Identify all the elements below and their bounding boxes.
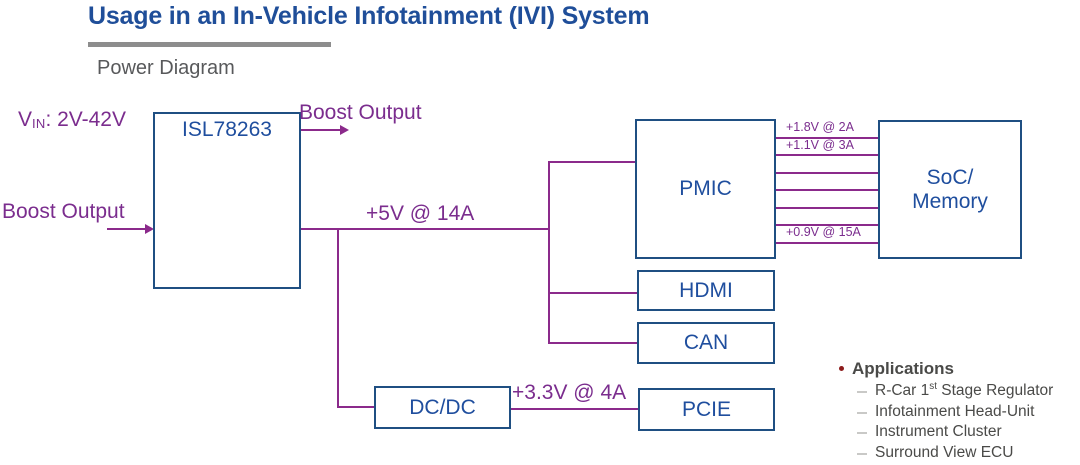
- list-item: Surround View ECU: [828, 443, 1080, 463]
- wire-5v-trunk-vertical: [548, 161, 550, 344]
- applications-list: R-Car 1st Stage Regulator Infotainment H…: [828, 381, 1080, 463]
- boost-output-wire: [300, 129, 344, 131]
- wire-5v-to-hdmi: [548, 292, 638, 294]
- dash-icon: [857, 411, 867, 414]
- wire-5v-to-can: [548, 342, 638, 344]
- page-subtitle: Power Diagram: [97, 57, 235, 79]
- title-divider: [88, 42, 331, 47]
- wire-5v-to-pmic: [548, 161, 637, 163]
- list-item: R-Car 1st Stage Regulator: [828, 381, 1080, 401]
- list-item: Infotainment Head-Unit: [828, 402, 1080, 422]
- rail-5v-label: +5V @ 14A: [366, 202, 475, 225]
- soc-rail-3: [775, 172, 880, 174]
- soc-rail-7-label: +0.9V @ 15A: [786, 225, 861, 239]
- application-item-pre: R-Car 1: [875, 382, 930, 400]
- block-pcie[interactable]: PCIE: [638, 388, 775, 431]
- soc-rail-2-label: +1.1V @ 3A: [786, 138, 854, 152]
- block-pmic[interactable]: PMIC: [635, 119, 776, 259]
- block-dcdc[interactable]: DC/DC: [374, 386, 511, 429]
- block-pmic-label: PMIC: [679, 177, 732, 201]
- dash-icon: [857, 452, 867, 455]
- application-item-pre: Infotainment Head-Unit: [875, 402, 1035, 420]
- boost-input-wire: [107, 228, 149, 230]
- wire-5v-main: [300, 228, 550, 230]
- block-regulator[interactable]: ISL78263: [153, 112, 301, 289]
- block-can-label: CAN: [683, 331, 729, 355]
- boost-output-top-label: Boost Output: [299, 101, 422, 124]
- block-can[interactable]: CAN: [637, 322, 775, 364]
- block-regulator-label: ISL78263: [182, 118, 272, 141]
- soc-rail-7: [775, 242, 880, 244]
- application-item-pre: Instrument Cluster: [875, 423, 1002, 441]
- soc-rail-1-label: +1.8V @ 2A: [786, 120, 854, 134]
- dash-icon: [857, 391, 867, 394]
- soc-rail-5: [775, 207, 880, 209]
- soc-line-1: SoC/: [926, 165, 974, 189]
- application-item-sup: st: [929, 381, 937, 393]
- dash-icon: [857, 432, 867, 435]
- boost-output-arrow-icon: [340, 125, 349, 135]
- block-hdmi-label: HDMI: [679, 278, 733, 302]
- soc-rail-1: [775, 137, 880, 139]
- vin-subscript: IN: [32, 115, 46, 131]
- block-hdmi[interactable]: HDMI: [637, 270, 775, 311]
- vin-prefix: V: [18, 108, 33, 131]
- list-item: Instrument Cluster: [828, 422, 1080, 442]
- block-soc-memory-label: SoC/Memory: [912, 166, 988, 213]
- soc-rail-2: [775, 154, 880, 156]
- vin-label: VIN: 2V-42V: [18, 108, 126, 132]
- boost-input-arrow-icon: [145, 224, 154, 234]
- bullet-icon: [839, 366, 844, 371]
- vin-value: : 2V-42V: [45, 108, 126, 131]
- boost-output-left-label: Boost Output: [2, 200, 125, 223]
- soc-line-2: Memory: [912, 189, 988, 213]
- block-pcie-label: PCIE: [681, 397, 731, 421]
- application-item-post: Stage Regulator: [936, 382, 1054, 400]
- soc-rail-6: [775, 224, 880, 226]
- wire-3v3-to-pcie: [511, 408, 639, 410]
- application-item-pre: Surround View ECU: [875, 443, 1014, 461]
- wire-5v-to-dcdc-horizontal: [337, 406, 375, 408]
- soc-rail-4: [775, 189, 880, 191]
- block-dcdc-label: DC/DC: [409, 395, 476, 419]
- applications-heading: Applications: [828, 358, 1080, 379]
- wire-5v-to-dcdc-vertical: [337, 228, 339, 408]
- applications-panel: Applications R-Car 1st Stage Regulator I…: [828, 358, 1080, 463]
- rail-3v3-label: +3.3V @ 4A: [512, 381, 627, 404]
- block-soc-memory[interactable]: SoC/Memory: [878, 120, 1022, 259]
- page-title: Usage in an In-Vehicle Infotainment (IVI…: [88, 2, 650, 30]
- applications-heading-label: Applications: [852, 359, 955, 378]
